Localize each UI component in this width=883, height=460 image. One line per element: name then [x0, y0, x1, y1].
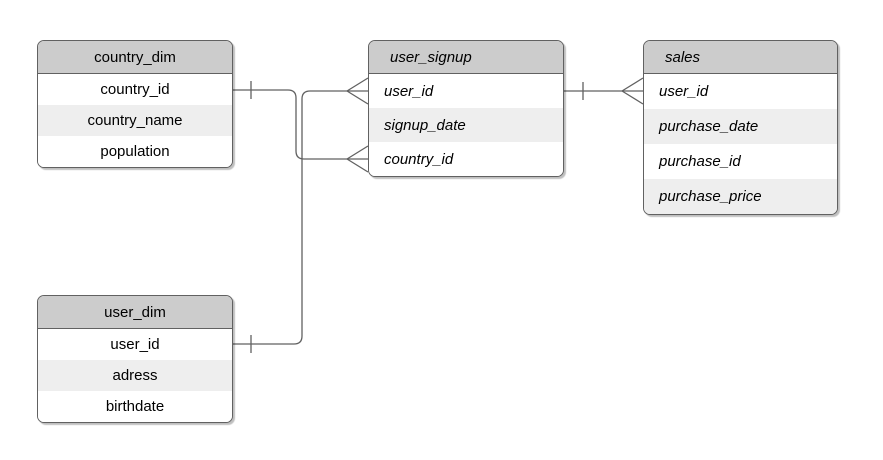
crow-foot-many-icon [621, 77, 644, 105]
entity-table-sales[interactable]: sales user_id purchase_date purchase_id … [643, 40, 838, 215]
column-purchase-id: purchase_id [644, 144, 837, 179]
relationship-line[interactable] [233, 90, 368, 345]
column-purchase-date: purchase_date [644, 109, 837, 144]
column-country-id: country_id [369, 142, 563, 176]
relationship-line[interactable] [233, 89, 368, 160]
crow-foot-many-icon [346, 77, 369, 105]
relationship-country-dim-to-user-signup[interactable] [233, 81, 369, 173]
relationship-user-dim-to-user-signup[interactable] [233, 77, 369, 353]
crow-foot-many-icon [346, 145, 369, 173]
column-user-id: user_id [369, 74, 563, 108]
column-adress: adress [38, 360, 232, 391]
column-country-name: country_name [38, 105, 232, 136]
column-country-id: country_id [38, 74, 232, 105]
column-purchase-price: purchase_price [644, 179, 837, 214]
table-title: user_signup [369, 41, 563, 74]
entity-table-user-dim[interactable]: user_dim user_id adress birthdate [37, 295, 233, 423]
table-title: sales [644, 41, 837, 74]
table-title: country_dim [38, 41, 232, 74]
column-signup-date: signup_date [369, 108, 563, 142]
entity-table-user-signup[interactable]: user_signup user_id signup_date country_… [368, 40, 564, 177]
column-user-id: user_id [38, 329, 232, 360]
column-user-id: user_id [644, 74, 837, 109]
relationship-user-signup-to-sales[interactable] [564, 77, 644, 105]
table-title: user_dim [38, 296, 232, 329]
column-birthdate: birthdate [38, 391, 232, 422]
entity-table-country-dim[interactable]: country_dim country_id country_name popu… [37, 40, 233, 168]
column-population: population [38, 136, 232, 167]
